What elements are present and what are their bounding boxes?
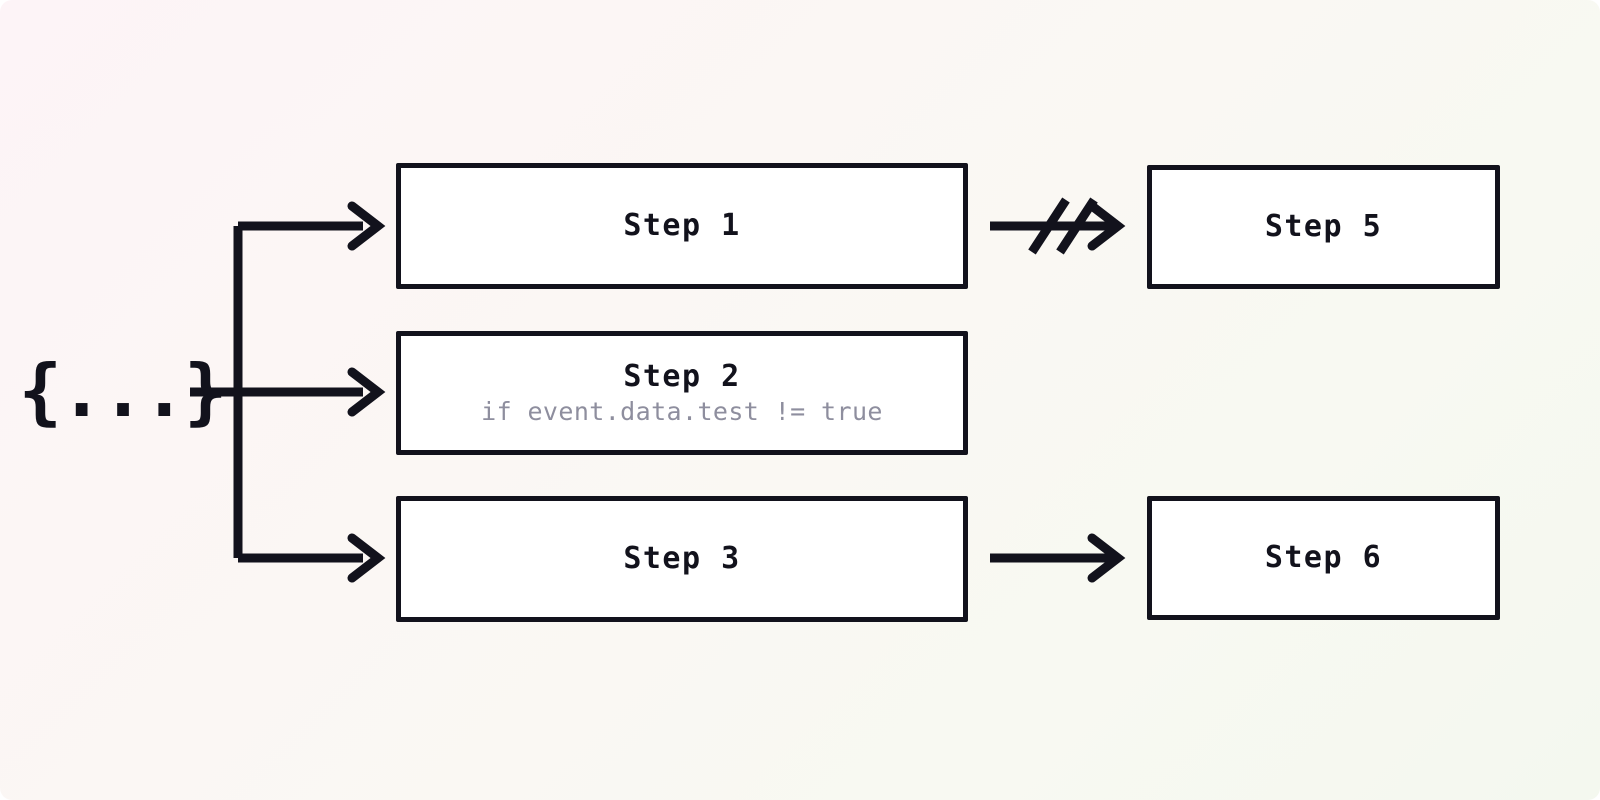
step-node-step-2[interactable]: Step 2 if event.data.test != true bbox=[396, 331, 968, 455]
step-title: Step 1 bbox=[623, 208, 741, 244]
step-node-step-3[interactable]: Step 3 bbox=[396, 496, 968, 622]
step-title: Step 3 bbox=[623, 541, 741, 577]
step-title: Step 6 bbox=[1264, 540, 1383, 576]
step-node-step-6[interactable]: Step 6 bbox=[1147, 496, 1500, 620]
step-condition: if event.data.test != true bbox=[481, 397, 883, 427]
json-payload-icon: {...} bbox=[18, 349, 228, 433]
connector-source-to-step-2 bbox=[238, 367, 386, 417]
step-title: Step 2 bbox=[623, 358, 741, 394]
step-title: Step 5 bbox=[1264, 209, 1383, 245]
connector-step-3-to-step-6 bbox=[990, 533, 1126, 583]
connector-source-to-step-3 bbox=[238, 533, 386, 583]
step-node-step-1[interactable]: Step 1 bbox=[396, 163, 968, 289]
connector-source-to-step-1 bbox=[238, 201, 386, 251]
connector-step-1-to-step-5-crossed bbox=[990, 197, 1126, 255]
step-node-step-5[interactable]: Step 5 bbox=[1147, 165, 1500, 289]
